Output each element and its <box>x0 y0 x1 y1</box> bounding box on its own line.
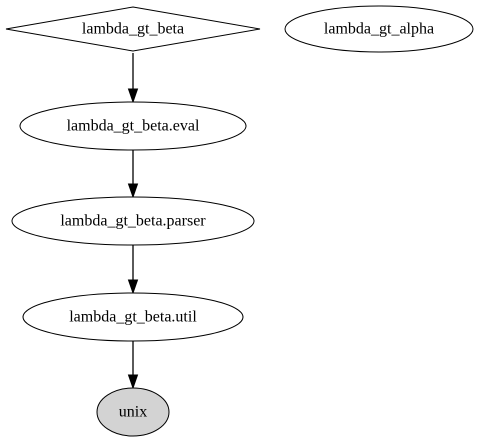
node-label-lambda-gt-beta-eval: lambda_gt_beta.eval <box>67 118 200 135</box>
edge-util-to-unix <box>127 341 139 390</box>
node-lambda-gt-beta-eval[interactable]: lambda_gt_beta.eval <box>19 101 247 151</box>
node-lambda-gt-alpha[interactable]: lambda_gt_alpha <box>284 5 474 53</box>
node-lambda-gt-beta-parser[interactable]: lambda_gt_beta.parser <box>11 196 255 246</box>
node-unix-shape <box>96 387 170 437</box>
edge-lambda-gt-beta-to-eval <box>127 53 139 104</box>
node-label-lambda-gt-beta-util: lambda_gt_beta.util <box>69 309 197 326</box>
edge-parser-to-util <box>127 245 139 295</box>
node-label-unix: unix <box>119 404 147 421</box>
node-lambda-gt-beta[interactable]: lambda_gt_beta <box>5 6 261 52</box>
node-label-lambda-gt-beta-parser: lambda_gt_beta.parser <box>60 213 206 230</box>
node-label-lambda-gt-alpha: lambda_gt_alpha <box>324 21 434 38</box>
node-lambda-gt-beta-util[interactable]: lambda_gt_beta.util <box>22 292 244 342</box>
edge-eval-to-parser <box>127 150 139 199</box>
node-unix[interactable]: unix <box>96 387 170 437</box>
node-label-lambda-gt-beta: lambda_gt_beta <box>82 21 184 38</box>
